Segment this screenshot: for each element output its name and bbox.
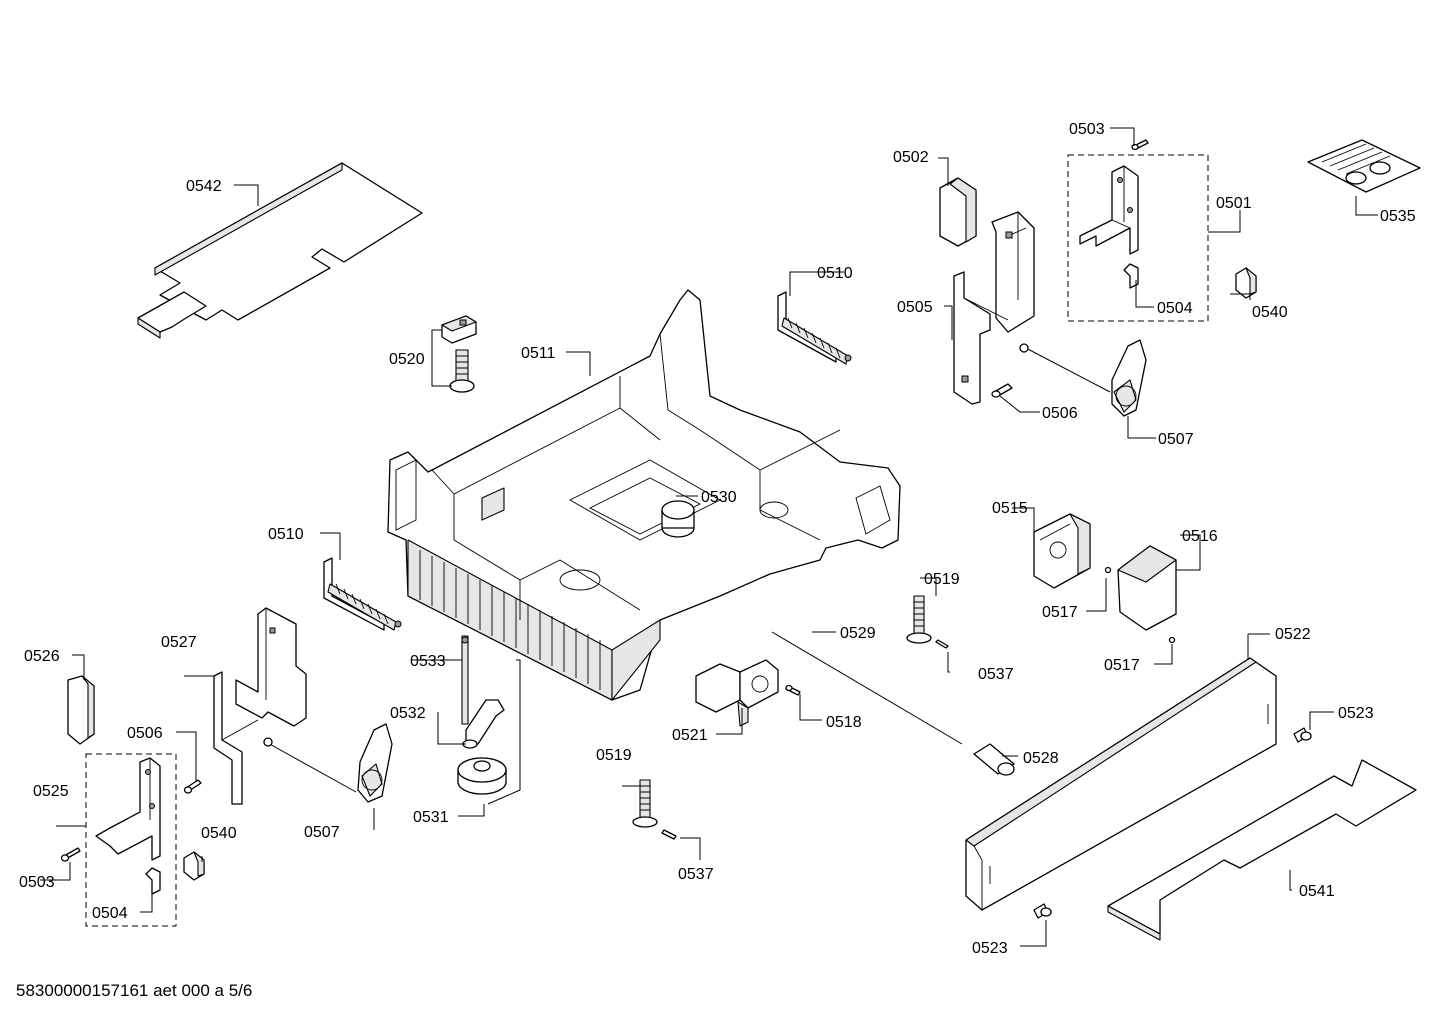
part-0501-group <box>1067 154 1209 322</box>
leader-lines <box>40 127 1378 947</box>
label-0502: 0502 <box>893 149 929 166</box>
label-0517-upper: 0517 <box>1042 604 1078 621</box>
part-0537-screw-lower <box>661 829 677 840</box>
label-0510-lower: 0510 <box>268 526 304 543</box>
label-0518: 0518 <box>826 714 862 731</box>
label-0525: 0525 <box>33 783 69 800</box>
label-0503-upper: 0503 <box>1069 121 1105 138</box>
label-0532: 0532 <box>390 705 426 722</box>
part-0523-screw-right <box>1293 727 1312 743</box>
part-0533-shaft <box>461 635 469 725</box>
part-0532-arm <box>462 699 505 749</box>
part-0511-base-tub <box>387 289 901 701</box>
label-0528: 0528 <box>1023 750 1059 767</box>
part-0523-screw-bottom <box>1033 903 1052 919</box>
label-0527: 0527 <box>161 634 197 651</box>
label-0516: 0516 <box>1182 528 1218 545</box>
part-0522-kickplate <box>965 657 1277 911</box>
part-0528-cylinder <box>973 743 1015 776</box>
label-0504-upper: 0504 <box>1157 300 1193 317</box>
part-0541-bottom-plate <box>1107 759 1417 941</box>
part-0520-foot <box>441 315 477 393</box>
label-0522: 0522 <box>1275 626 1311 643</box>
part-0540-clip-lower <box>183 851 205 881</box>
label-0523-right: 0523 <box>1338 705 1374 722</box>
label-0506-lower: 0506 <box>127 725 163 742</box>
label-0533: 0533 <box>410 653 446 670</box>
label-0510-upper: 0510 <box>817 265 853 282</box>
label-0504-lower: 0504 <box>92 905 128 922</box>
part-0531-wheel <box>457 757 507 795</box>
part-0515-housing <box>1033 513 1091 589</box>
part-0518-screw <box>785 684 801 696</box>
part-0510-spring-lower <box>323 557 402 631</box>
label-0520: 0520 <box>389 351 425 368</box>
part-0535-hardware-bag <box>1307 139 1421 193</box>
part-0507-sensor-upper <box>1019 339 1147 417</box>
part-0503-screw-lower <box>60 847 81 862</box>
part-0525-group <box>85 753 177 927</box>
label-0523-bottom: 0523 <box>972 940 1008 957</box>
label-0511: 0511 <box>521 345 556 362</box>
label-0505: 0505 <box>897 299 933 316</box>
part-0540-clip-upper <box>1235 267 1257 299</box>
part-0506-screw-lower <box>183 779 202 794</box>
part-0526-cover <box>67 675 95 745</box>
label-0535: 0535 <box>1380 208 1416 225</box>
label-0540-upper: 0540 <box>1252 304 1288 321</box>
part-0519-foot-lower <box>632 779 658 828</box>
label-0537-upper: 0537 <box>978 666 1014 683</box>
part-labels: 0542 0510 0520 0511 0502 0503 0501 0535 … <box>19 121 1416 957</box>
label-0519-upper: 0519 <box>924 571 960 588</box>
part-0507-sensor-lower <box>263 723 393 803</box>
part-0542-cover-plate <box>137 162 423 339</box>
label-0507-lower: 0507 <box>304 824 340 841</box>
part-0510-spring-upper <box>777 291 852 365</box>
label-0541: 0541 <box>1299 883 1335 900</box>
label-0521: 0521 <box>672 727 708 744</box>
part-0505-frame <box>953 211 1035 405</box>
part-0527-frame <box>213 607 307 805</box>
label-0506-upper: 0506 <box>1042 405 1078 422</box>
label-0529: 0529 <box>840 625 876 642</box>
label-0531: 0531 <box>413 809 449 826</box>
part-0519-foot-upper <box>906 595 932 644</box>
part-0516-cover <box>1117 545 1177 631</box>
part-0506-screw-upper <box>991 383 1013 398</box>
label-0517-lower: 0517 <box>1104 657 1140 674</box>
part-0529-rod <box>771 631 963 745</box>
label-0540-lower: 0540 <box>201 825 237 842</box>
label-0507-upper: 0507 <box>1158 431 1194 448</box>
label-0530: 0530 <box>701 489 737 506</box>
label-0503-lower: 0503 <box>19 874 55 891</box>
label-0519-lower: 0519 <box>596 747 632 764</box>
label-0501: 0501 <box>1216 195 1252 212</box>
part-0521-valve <box>695 659 779 727</box>
label-0515: 0515 <box>992 500 1028 517</box>
part-0517-screws <box>1104 566 1176 644</box>
document-id: 58300000157161 aet 000 a 5/6 <box>16 981 253 1000</box>
label-0542: 0542 <box>186 178 222 195</box>
part-0530-float <box>661 500 695 538</box>
label-0537-lower: 0537 <box>678 866 714 883</box>
part-0502-bracket <box>939 177 977 247</box>
label-0526: 0526 <box>24 648 60 665</box>
part-0537-screw-upper <box>935 639 949 649</box>
